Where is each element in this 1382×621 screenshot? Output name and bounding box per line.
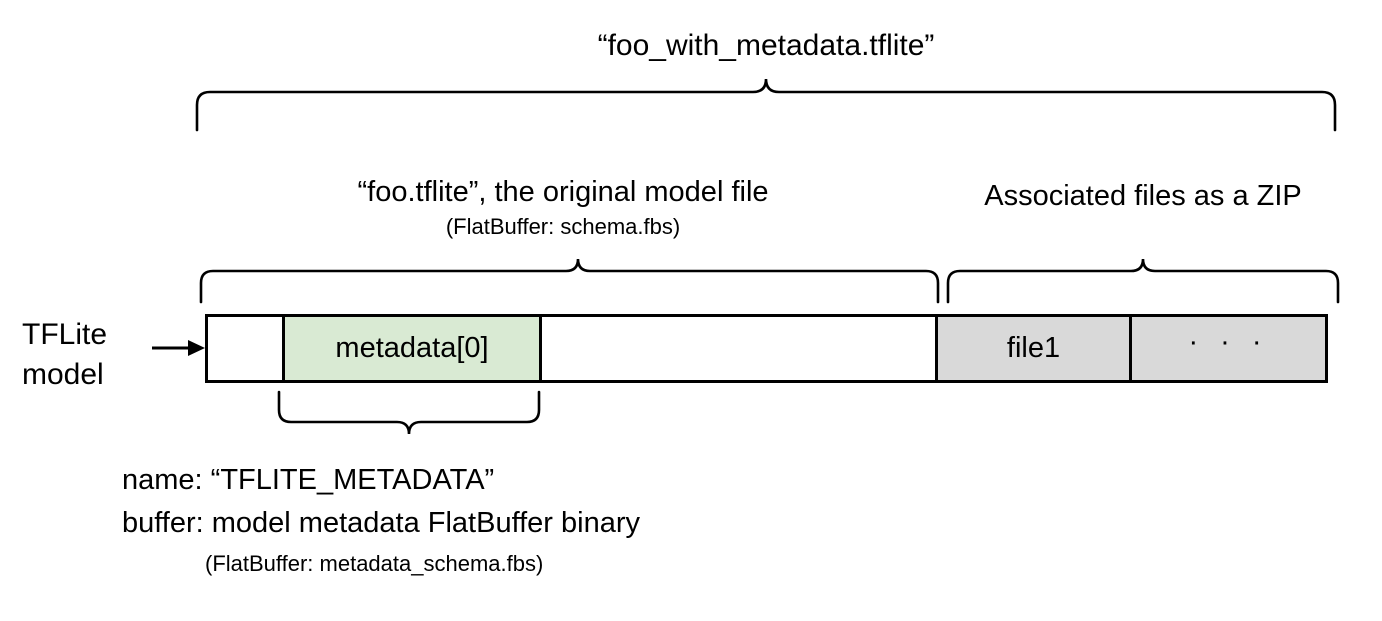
top-brace bbox=[195, 78, 1337, 132]
bar-cell-body bbox=[542, 317, 938, 380]
right-arrow-icon bbox=[152, 340, 205, 356]
source-label-line2: model bbox=[22, 357, 104, 391]
zip-section-label: Associated files as a ZIP bbox=[984, 180, 1302, 212]
bar-cell-header bbox=[208, 317, 282, 380]
model-layout-bar: metadata[0] file1 · · · bbox=[205, 314, 1328, 383]
metadata-detail-brace bbox=[277, 390, 541, 435]
model-section-label: “foo.tflite”, the original model file bbox=[357, 176, 769, 208]
bar-cell-file1: file1 bbox=[938, 317, 1132, 380]
bar-cell-metadata: metadata[0] bbox=[282, 317, 542, 380]
metadata-schema-line: (FlatBuffer: metadata_schema.fbs) bbox=[205, 551, 544, 576]
zip-section-brace bbox=[946, 258, 1340, 304]
bar-cell-more-label: · · · bbox=[1188, 326, 1269, 358]
bar-cell-more: · · · bbox=[1132, 317, 1325, 380]
metadata-buffer-line: buffer: model metadata FlatBuffer binary bbox=[122, 507, 640, 539]
top-brace-label: “foo_with_metadata.tflite” bbox=[597, 29, 935, 62]
model-section-sublabel: (FlatBuffer: schema.fbs) bbox=[445, 214, 681, 239]
metadata-name-line: name: “TFLITE_METADATA” bbox=[122, 464, 495, 496]
model-section-brace bbox=[199, 258, 940, 304]
source-label-line1: TFLite bbox=[22, 318, 108, 351]
source-label: TFLite model bbox=[22, 315, 152, 395]
